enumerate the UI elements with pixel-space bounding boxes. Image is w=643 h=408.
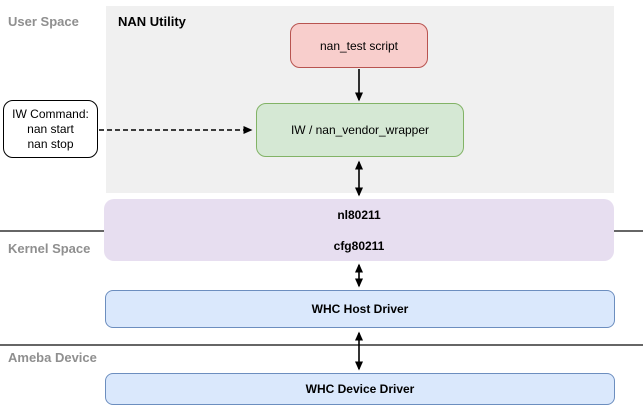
whc-host-driver-label: WHC Host Driver <box>311 302 409 316</box>
nan-utility-title: NAN Utility <box>118 14 186 29</box>
cfg80211-label: cfg80211 <box>333 238 385 253</box>
nan-test-script-label: nan_test script <box>319 38 399 53</box>
whc-device-driver-node: WHC Device Driver <box>105 373 615 405</box>
nl80211-label: nl80211 <box>337 207 381 222</box>
iw-command-line-1: IW Command: <box>12 106 89 121</box>
ameba-device-label: Ameba Device <box>8 350 97 365</box>
iw-command-node: IW Command: nan start nan stop <box>3 100 98 158</box>
netlink-node: nl80211 cfg80211 <box>104 199 614 261</box>
user-space-label: User Space <box>8 14 79 29</box>
nan-test-script-node: nan_test script <box>290 23 428 68</box>
iw-vendor-wrapper-label: IW / nan_vendor_wrapper <box>290 123 430 137</box>
iw-command-line-3: nan stop <box>27 136 74 151</box>
ameba-device-divider <box>0 344 643 346</box>
whc-host-driver-node: WHC Host Driver <box>105 290 615 328</box>
kernel-space-label: Kernel Space <box>8 241 91 256</box>
iw-vendor-wrapper-node: IW / nan_vendor_wrapper <box>256 103 464 157</box>
iw-command-line-2: nan start <box>27 121 74 136</box>
whc-device-driver-label: WHC Device Driver <box>305 382 415 396</box>
